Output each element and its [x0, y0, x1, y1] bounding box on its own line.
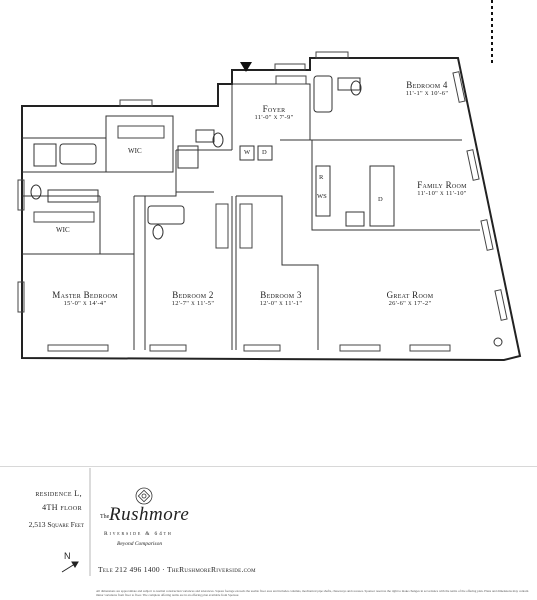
family-room-wall — [311, 140, 480, 231]
closet — [215, 203, 229, 249]
window — [243, 344, 281, 352]
brand-name: Rushmore — [109, 504, 190, 525]
bathtub — [313, 75, 333, 113]
toilet — [212, 132, 224, 148]
exterior-wall — [21, 57, 522, 362]
window — [17, 281, 25, 313]
vanity — [195, 129, 215, 143]
window — [47, 344, 109, 352]
window — [339, 344, 381, 352]
bathtub — [59, 143, 97, 165]
north-label: N — [64, 551, 71, 561]
window — [17, 179, 25, 211]
floor-plan — [17, 0, 522, 362]
hall-wall — [175, 149, 232, 196]
bedroom2-walls — [133, 191, 214, 350]
foyer-walls — [231, 83, 311, 150]
room-family-room: Family Room 11'-10" x 11'-10" — [417, 180, 467, 197]
room-master-bedroom: Master Bedroom 15'-0" x 14'-4" — [52, 290, 118, 307]
label-wine-storage: WS — [317, 193, 327, 200]
legend-panel — [0, 466, 537, 576]
room-foyer: Foyer 11'-0" x 7'-9" — [254, 104, 294, 121]
vanity — [47, 189, 99, 203]
shower — [177, 145, 199, 169]
range — [345, 211, 365, 227]
label-wic-2: WIC — [56, 226, 70, 234]
brand-tagline: Beyond Comparison — [117, 541, 163, 547]
closet — [117, 125, 165, 139]
square-feet: 2,513 Square Feet — [28, 520, 84, 529]
entry-arrow — [240, 62, 252, 72]
kitchen-island — [369, 165, 395, 227]
closet — [33, 211, 95, 223]
dryer-box — [257, 145, 273, 161]
residence-line-2: 4TH floor — [42, 503, 82, 512]
room-bedroom3: Bedroom 3 12'-0" x 11'-1" — [259, 290, 303, 307]
bedroom3-walls — [231, 195, 319, 350]
vanity — [337, 77, 361, 91]
window — [274, 63, 306, 71]
contact-line[interactable]: Tele 212 496 1400 · TheRushmoreRiverside… — [98, 565, 256, 574]
brand-prefix: The — [100, 514, 110, 520]
window — [149, 344, 187, 352]
bath-walls — [105, 115, 174, 173]
label-dishwasher: D — [378, 196, 383, 203]
closet — [239, 203, 253, 249]
washer-box — [239, 145, 255, 161]
label-fridge: R — [319, 174, 324, 181]
window — [315, 51, 349, 59]
label-washer: W — [244, 149, 251, 156]
room-bedroom4: Bedroom 4 11'-1" x 10'-6" — [405, 80, 449, 97]
label-dryer: D — [262, 149, 267, 156]
toilet — [350, 80, 362, 96]
residence-line-1: residence L, — [35, 489, 82, 498]
room-bedroom2: Bedroom 2 12'-7" x 11'-5" — [171, 290, 215, 307]
window — [494, 289, 508, 321]
shower — [33, 143, 57, 167]
label-wic-1: WIC — [128, 147, 142, 155]
window — [480, 219, 494, 251]
rushmore-logo-icon — [135, 487, 153, 505]
disclaimer-text: All dimensions are approximate and subje… — [96, 589, 529, 597]
north-arrow-icon — [61, 561, 79, 573]
room-great-room: Great Room 26'-6" x 17'-2" — [386, 290, 434, 307]
window — [409, 344, 451, 352]
toilet — [152, 224, 164, 240]
window — [119, 99, 153, 107]
master-bath-walls — [22, 137, 106, 173]
master-walls — [22, 195, 134, 255]
bathtub — [147, 205, 185, 225]
closet — [275, 75, 307, 85]
window — [452, 71, 466, 103]
brand-location: Riverside & 64th — [104, 531, 173, 537]
kitchen-counter — [315, 165, 331, 217]
column — [493, 337, 503, 347]
window — [466, 149, 480, 181]
toilet — [30, 184, 42, 200]
